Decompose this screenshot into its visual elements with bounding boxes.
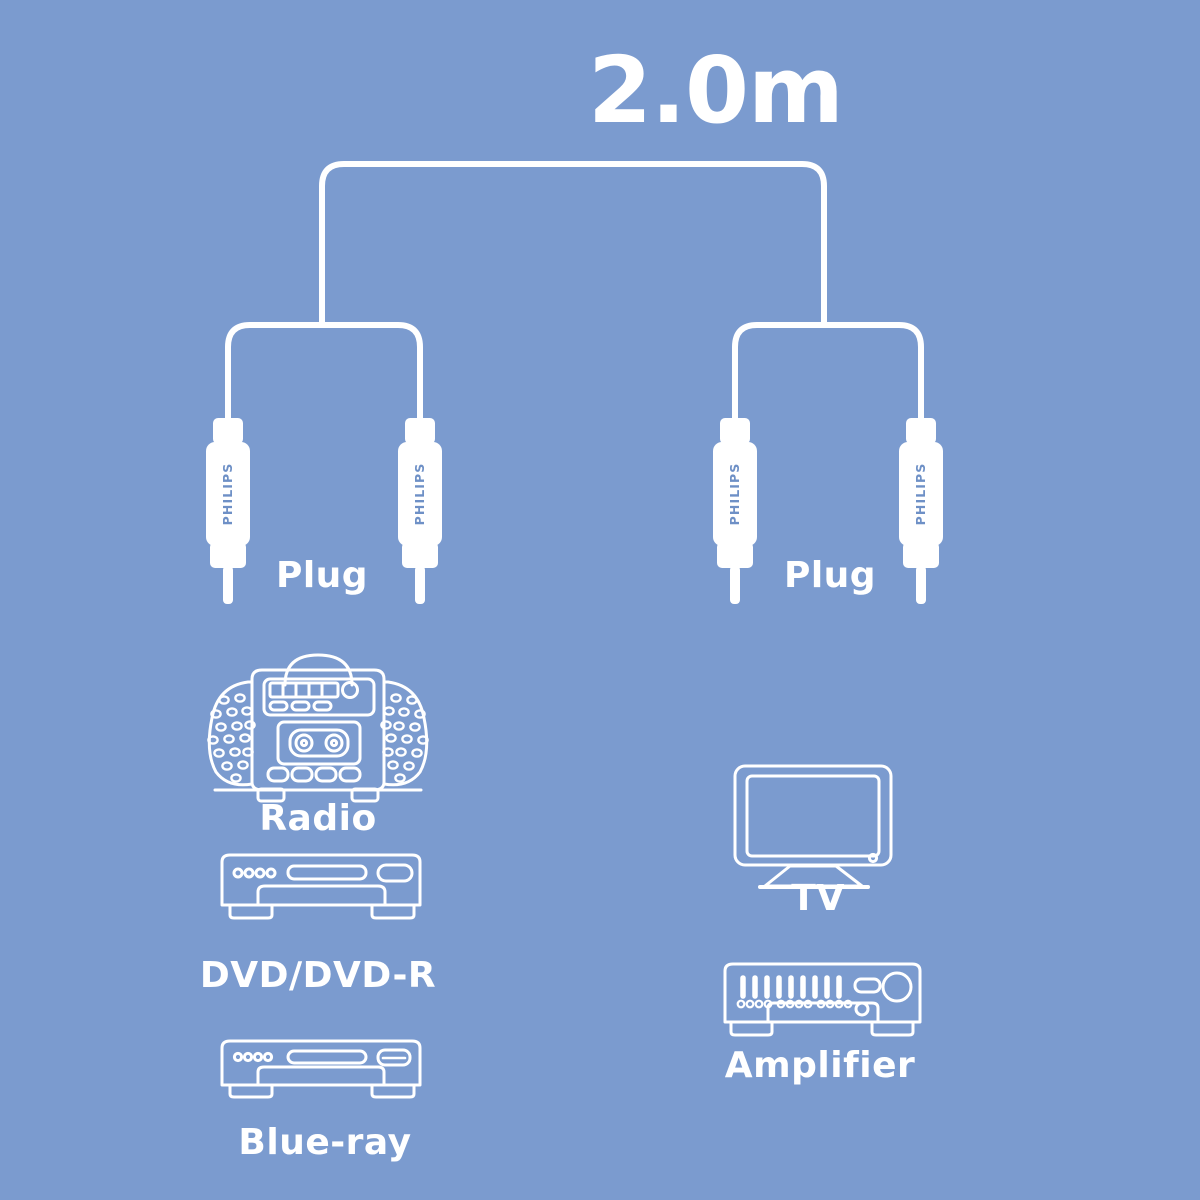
radio-transport-button bbox=[314, 766, 338, 783]
amplifier-chassis bbox=[723, 962, 922, 1024]
amplifier-volume-knob bbox=[881, 971, 913, 1003]
blueray-display-panel bbox=[376, 1048, 412, 1067]
plug-left-b[interactable]: PHILIPS bbox=[398, 418, 442, 604]
tv-screen bbox=[745, 774, 881, 858]
plug-taper bbox=[402, 542, 438, 568]
device-label-blueray: Blue-ray bbox=[238, 1122, 412, 1163]
plug-collar bbox=[213, 418, 243, 444]
dvd-player-icon bbox=[220, 853, 422, 920]
blueray-indicator-dot bbox=[262, 1051, 274, 1063]
plug-right-b[interactable]: PHILIPS bbox=[899, 418, 943, 604]
dvd-chassis bbox=[220, 853, 422, 907]
radio-cassette-window bbox=[288, 728, 350, 758]
dvd-display-panel bbox=[376, 863, 414, 883]
amplifier-slider-bank bbox=[740, 975, 842, 999]
plug-brand-text: PHILIPS bbox=[412, 463, 427, 526]
plug-pin bbox=[916, 566, 926, 604]
radio-speaker-perforations bbox=[207, 693, 429, 783]
device-label-radio: Radio bbox=[259, 798, 377, 839]
radio-knob bbox=[341, 681, 359, 699]
radio-cassette-reel bbox=[294, 733, 314, 753]
plug-collar bbox=[720, 418, 750, 444]
plug-barrel bbox=[398, 442, 442, 546]
blueray-disc-tray-slot bbox=[286, 1049, 368, 1065]
device-label-amplifier: Amplifier bbox=[724, 1045, 916, 1086]
plug-right-a[interactable]: PHILIPS bbox=[713, 418, 757, 604]
blueray-front-ledge bbox=[256, 1065, 386, 1087]
amplifier-foot-left bbox=[729, 1020, 774, 1037]
boombox-radio-icon bbox=[207, 653, 429, 803]
plug-brand-text: PHILIPS bbox=[727, 463, 742, 526]
dvd-foot-right bbox=[370, 903, 416, 920]
radio-top-button bbox=[312, 700, 333, 712]
radio-tuner-display bbox=[268, 681, 340, 699]
amplifier-icon bbox=[723, 962, 922, 1037]
plug-pin bbox=[415, 566, 425, 604]
radio-cassette-deck bbox=[276, 720, 362, 766]
tv-outer-frame bbox=[733, 764, 893, 867]
plug-barrel bbox=[899, 442, 943, 546]
plug-label-left: Plug bbox=[275, 555, 369, 596]
radio-transport-button bbox=[266, 766, 290, 783]
device-label-dvd: DVD/DVD-R bbox=[199, 955, 437, 996]
plug-pin bbox=[730, 566, 740, 604]
dvd-foot-left bbox=[228, 903, 274, 920]
device-label-tv: TV bbox=[791, 878, 845, 919]
radio-cassette-hub bbox=[299, 738, 309, 748]
blueray-indicator-dot bbox=[242, 1051, 254, 1063]
dvd-indicator-dot bbox=[265, 867, 277, 879]
page-title: 2.0m bbox=[588, 37, 844, 144]
radio-top-button bbox=[290, 700, 311, 712]
blueray-indicator-dot bbox=[252, 1051, 264, 1063]
amplifier-foot-right bbox=[870, 1020, 915, 1037]
plug-pin bbox=[223, 566, 233, 604]
amplifier-small-knob bbox=[854, 1001, 870, 1017]
television-icon bbox=[733, 764, 893, 889]
radio-foot bbox=[350, 787, 380, 803]
blueray-player-icon bbox=[220, 1039, 422, 1099]
plug-collar bbox=[405, 418, 435, 444]
blueray-indicator-dot bbox=[232, 1051, 244, 1063]
plug-barrel bbox=[206, 442, 250, 546]
radio-speaker-right bbox=[382, 680, 429, 787]
radio-cassette-hub bbox=[329, 738, 339, 748]
blueray-chassis bbox=[220, 1039, 422, 1087]
dvd-disc-tray-slot bbox=[286, 864, 368, 881]
radio-control-panel bbox=[262, 677, 376, 717]
radio-speaker-left bbox=[207, 680, 254, 787]
blueray-foot-left bbox=[228, 1083, 274, 1099]
plug-group: PHILIPS PHILIPS PHILIPS bbox=[206, 418, 943, 604]
plug-brand-text: PHILIPS bbox=[913, 463, 928, 526]
amplifier-button bbox=[853, 977, 882, 994]
dvd-indicator-dot bbox=[243, 867, 255, 879]
plug-taper bbox=[903, 542, 939, 568]
cable-main-bridge bbox=[319, 161, 827, 328]
plug-barrel bbox=[713, 442, 757, 546]
cable-left-split bbox=[225, 322, 423, 423]
dvd-indicator-dot bbox=[254, 867, 266, 879]
dvd-indicator-dot bbox=[232, 867, 244, 879]
radio-foot bbox=[256, 787, 286, 803]
tv-power-led bbox=[867, 852, 879, 864]
radio-cassette-reel bbox=[324, 733, 344, 753]
radio-top-button bbox=[268, 700, 289, 712]
plug-collar bbox=[906, 418, 936, 444]
plug-taper bbox=[717, 542, 753, 568]
plug-left-a[interactable]: PHILIPS bbox=[206, 418, 250, 604]
plug-label-right: Plug bbox=[783, 555, 877, 596]
cable-right-split bbox=[732, 322, 924, 423]
cable-routing bbox=[225, 161, 924, 423]
amplifier-front-ledge bbox=[766, 1001, 880, 1024]
blueray-foot-right bbox=[370, 1083, 416, 1099]
plug-taper bbox=[210, 542, 246, 568]
radio-transport-button bbox=[290, 766, 314, 783]
radio-transport-button bbox=[338, 766, 362, 783]
plug-brand-text: PHILIPS bbox=[220, 463, 235, 526]
dvd-front-ledge bbox=[256, 884, 387, 907]
